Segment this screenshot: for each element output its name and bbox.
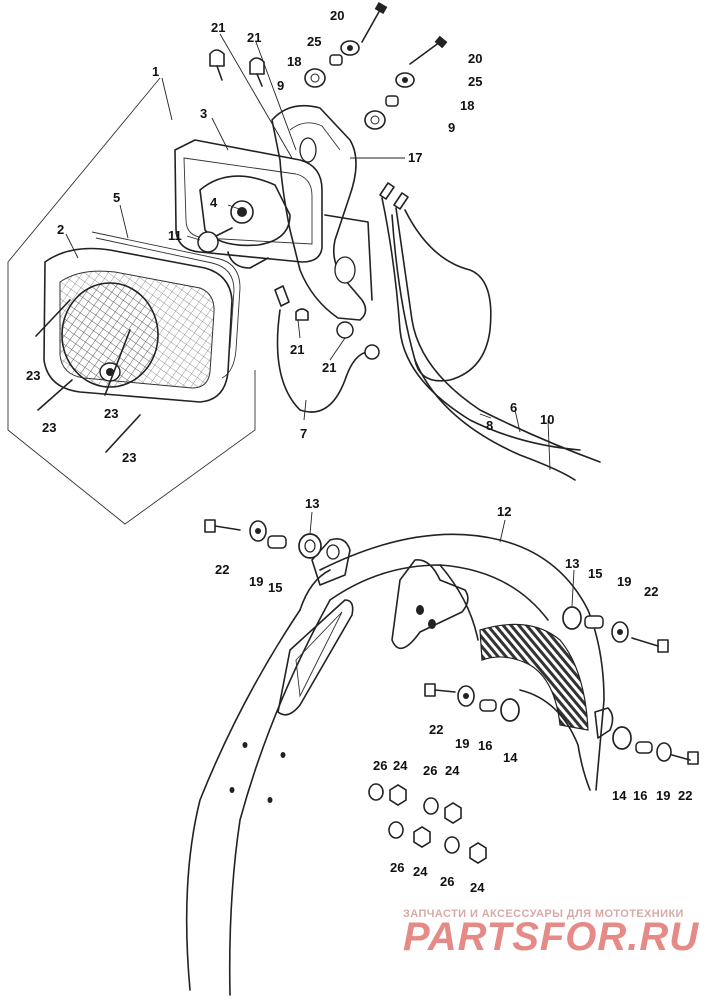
wiring	[274, 182, 601, 481]
callout-10: 10	[540, 412, 554, 427]
lens-gasket	[91, 231, 241, 379]
callout-22c: 22	[429, 722, 443, 737]
callout-25b: 25	[468, 74, 482, 89]
callout-23d: 23	[122, 450, 136, 465]
callout-26b: 26	[423, 763, 437, 778]
callout-24b: 24	[445, 763, 460, 778]
top-hardware	[35, 2, 448, 453]
callout-21d: 21	[322, 360, 336, 375]
callout-6: 6	[510, 400, 517, 415]
callout-20b: 20	[468, 51, 482, 66]
tail-lens	[43, 247, 233, 403]
callout-15a: 15	[268, 580, 282, 595]
leaders	[65, 33, 575, 607]
callout-8: 8	[486, 418, 493, 433]
callout-5: 5	[113, 190, 120, 205]
callout-7: 7	[300, 426, 307, 441]
rear-fender	[185, 533, 614, 996]
callout-22a: 22	[215, 562, 229, 577]
callout-9a: 9	[277, 78, 284, 93]
callout-19b: 19	[617, 574, 631, 589]
callout-labels: 1 2 3 4 5 11 21 21 20 25 18 9 20 25 18 9…	[26, 8, 692, 895]
callout-16a: 16	[478, 738, 492, 753]
callout-19c: 19	[455, 736, 469, 751]
callout-23b: 23	[42, 420, 56, 435]
callout-23c: 23	[104, 406, 118, 421]
callout-24c: 24	[413, 864, 428, 879]
callout-24d: 24	[470, 880, 485, 895]
callout-26a: 26	[373, 758, 387, 773]
tail-light-base	[174, 139, 323, 269]
callout-17: 17	[408, 150, 422, 165]
callout-19d: 19	[656, 788, 670, 803]
bracket-17	[271, 104, 373, 321]
callout-9b: 9	[448, 120, 455, 135]
callout-16b: 16	[633, 788, 647, 803]
callout-24a: 24	[393, 758, 408, 773]
callout-23a: 23	[26, 368, 40, 383]
callout-4: 4	[210, 195, 218, 210]
callout-19a: 19	[249, 574, 263, 589]
callout-3: 3	[200, 106, 207, 121]
callout-13b: 13	[565, 556, 579, 571]
callout-26c: 26	[390, 860, 404, 875]
callout-11: 11	[168, 228, 182, 243]
watermark-tagline: ЗАПЧАСТИ И АКСЕССУАРЫ ДЛЯ МОТОТЕХНИКИ	[403, 908, 684, 920]
callout-18b: 18	[460, 98, 474, 113]
fender-hardware	[204, 519, 699, 864]
callout-1: 1	[152, 64, 159, 79]
callout-18a: 18	[287, 54, 301, 69]
callout-15b: 15	[588, 566, 602, 581]
callout-25a: 25	[307, 34, 321, 49]
assembly-frame	[7, 77, 256, 525]
callout-22d: 22	[678, 788, 692, 803]
callout-21b: 21	[247, 30, 261, 45]
callout-2: 2	[57, 222, 64, 237]
callout-13a: 13	[305, 496, 319, 511]
callout-14b: 14	[612, 788, 627, 803]
watermark-logo: PARTSFOR.RU	[403, 915, 699, 959]
callout-20a: 20	[330, 8, 344, 23]
callout-21a: 21	[211, 20, 225, 35]
bulb-11	[197, 227, 233, 253]
callout-12: 12	[497, 504, 511, 519]
watermark: ЗАПЧАСТИ И АКСЕССУАРЫ ДЛЯ МОТОТЕХНИКИ PA…	[403, 908, 699, 959]
callout-14a: 14	[503, 750, 518, 765]
callout-21c: 21	[290, 342, 304, 357]
callout-26d: 26	[440, 874, 454, 889]
callout-22b: 22	[644, 584, 658, 599]
